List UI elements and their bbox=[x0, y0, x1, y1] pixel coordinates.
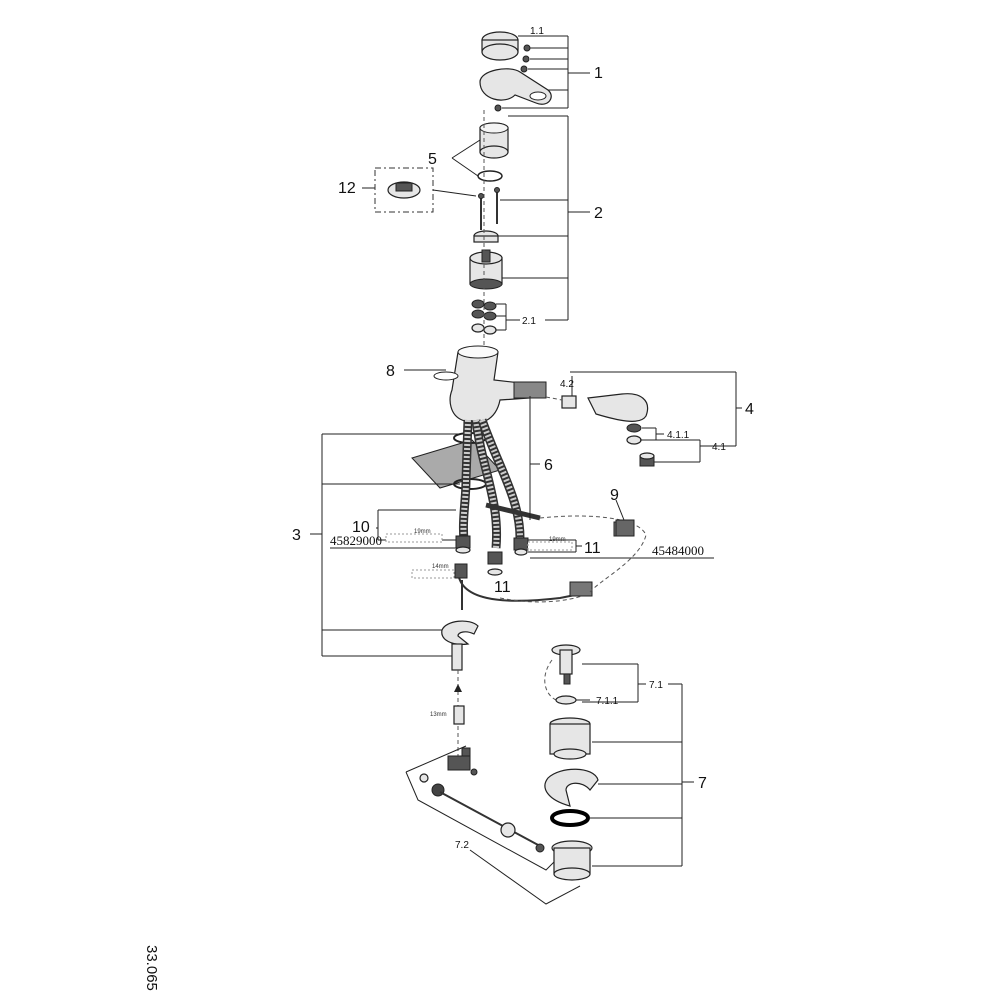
wrench-19mm-right-icon: 19mm bbox=[527, 537, 573, 551]
part-number-right: 45484000 bbox=[652, 543, 704, 558]
label-5: 5 bbox=[428, 151, 437, 168]
hose-weight-part bbox=[615, 519, 635, 537]
label-7: 7 bbox=[698, 775, 707, 792]
label-6: 6 bbox=[544, 457, 553, 474]
nut-13mm-part: 13mm bbox=[430, 705, 465, 725]
drain-tailpiece-part bbox=[551, 840, 593, 881]
bracket-6 bbox=[529, 396, 540, 520]
drain-o-ring-part bbox=[550, 809, 590, 827]
bracket-5 bbox=[451, 139, 481, 177]
small-screws-part bbox=[520, 44, 531, 73]
part-number-left: 45829000 bbox=[330, 533, 382, 548]
threaded-rod-part bbox=[451, 643, 463, 671]
lever-part bbox=[479, 68, 552, 112]
mounting-clip-part bbox=[441, 620, 479, 645]
handle-cap-part bbox=[481, 31, 519, 61]
label-7-2: 7.2 bbox=[455, 840, 469, 851]
drawing-number: 33.065 bbox=[143, 945, 160, 991]
label-7-1: 7.1 bbox=[649, 680, 663, 691]
bracket-2-1 bbox=[496, 303, 520, 331]
drain-body-part bbox=[549, 717, 591, 760]
spray-washers-part bbox=[626, 423, 655, 467]
label-11-right: 11 bbox=[584, 540, 601, 557]
hose-fittings-part bbox=[455, 535, 529, 576]
dimension-19mm-left: 19mm bbox=[414, 529, 431, 535]
cartridge-ring-part bbox=[473, 230, 499, 243]
label-4-1: 4.1 bbox=[712, 442, 726, 453]
label-1: 1 bbox=[594, 65, 603, 82]
temperature-limiter-part bbox=[387, 181, 421, 199]
label-2: 2 bbox=[594, 205, 603, 222]
dimension-19mm-right: 19mm bbox=[549, 537, 566, 543]
pop-up-plug-part bbox=[551, 644, 581, 685]
bracket-3 bbox=[310, 433, 460, 657]
label-7-1-1: 7.1.1 bbox=[596, 696, 619, 707]
faucet-body-part bbox=[433, 345, 547, 424]
arrow-up-icon bbox=[454, 684, 462, 692]
label-1-1: 1.1 bbox=[530, 26, 544, 37]
dimension-13mm: 13mm bbox=[430, 712, 447, 718]
o-ring-part bbox=[477, 170, 503, 182]
wrench-19mm-left-icon: 19mm bbox=[385, 529, 443, 543]
bracket-4 bbox=[570, 371, 742, 447]
cap-part bbox=[479, 122, 509, 159]
label-10: 10 bbox=[352, 519, 370, 536]
label-12: 12 bbox=[338, 180, 356, 197]
bracket-11 bbox=[528, 539, 714, 559]
bracket-2 bbox=[498, 115, 590, 321]
drain-rod-assembly-part bbox=[405, 745, 561, 871]
label-4-2: 4.2 bbox=[560, 379, 574, 390]
drain-gasket-part bbox=[544, 768, 599, 807]
label-9: 9 bbox=[610, 487, 619, 504]
pull-out-hose-part bbox=[454, 563, 591, 610]
label-11-lower: 11 bbox=[494, 579, 511, 596]
bracket-7 bbox=[590, 683, 694, 867]
spray-head-part bbox=[561, 393, 649, 422]
label-4-1-1: 4.1.1 bbox=[667, 430, 690, 441]
label-8: 8 bbox=[386, 363, 395, 380]
label-3: 3 bbox=[292, 527, 301, 544]
wrench-14mm-icon: 14mm bbox=[411, 564, 455, 579]
plug-seal-part bbox=[555, 695, 577, 705]
supply-hoses-part bbox=[458, 418, 541, 549]
bracket-1 bbox=[502, 35, 590, 109]
label-2-1: 2.1 bbox=[522, 316, 536, 327]
bracket-7-1 bbox=[576, 663, 646, 703]
bracket-4-1 bbox=[640, 427, 710, 463]
seals-part bbox=[471, 299, 497, 335]
dimension-14mm: 14mm bbox=[432, 564, 449, 570]
cartridge-screws-part bbox=[478, 187, 500, 230]
cartridge-part bbox=[469, 249, 503, 290]
label-4: 4 bbox=[745, 401, 754, 418]
